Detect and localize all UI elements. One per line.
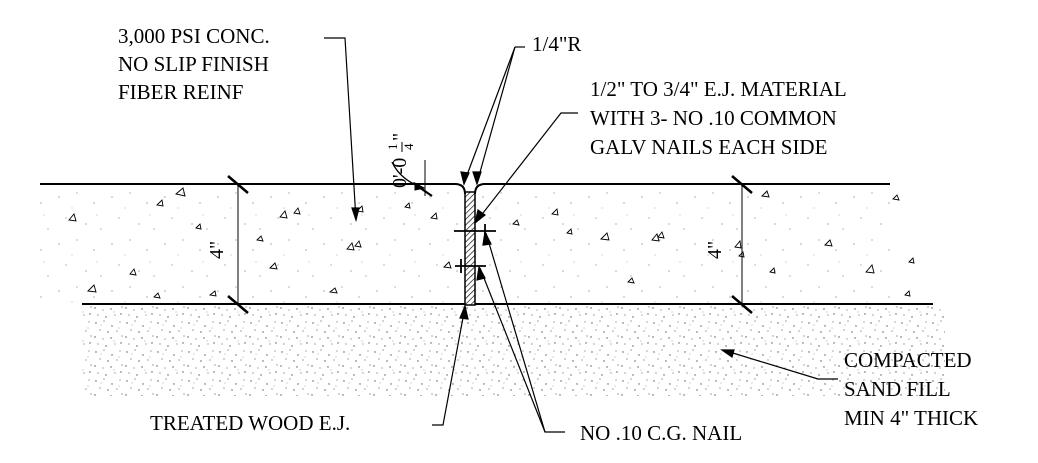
ej-material-note: 1/2" TO 3/4" E.J. MATERIAL WITH 3- NO .1… <box>590 77 851 159</box>
thickness-label-left: 4" <box>206 241 228 259</box>
treated-wood-joint <box>464 191 476 306</box>
svg-text:4: 4 <box>401 143 416 150</box>
leader-radius-note <box>460 46 525 186</box>
nail-note: NO .10 C.G. NAIL <box>580 421 742 445</box>
edge-dimension <box>391 160 433 197</box>
svg-text:0'-0: 0'-0 <box>389 158 411 188</box>
thickness-dimension-left <box>227 175 249 314</box>
wood-note: TREATED WOOD E.J. <box>150 411 350 435</box>
svg-text:1: 1 <box>385 144 400 151</box>
aggregate-marks <box>68 187 915 299</box>
leader-wood-note <box>432 304 469 426</box>
fill-note: COMPACTED SAND FILL MIN 4" THICK <box>844 348 978 430</box>
thickness-label-right: 4" <box>704 241 726 259</box>
edge-dimension-label: 0'-0 1 4 " <box>385 133 416 188</box>
leader-concrete-note <box>324 37 360 223</box>
leader-fill-note <box>720 349 838 380</box>
svg-text:": " <box>389 133 411 141</box>
leader-ej-material-note <box>474 112 578 225</box>
radius-note: 1/4"R <box>532 32 581 56</box>
sand-fill-region <box>82 304 945 396</box>
thickness-dimension-right <box>731 175 753 314</box>
concrete-note: 3,000 PSI CONC. NO SLIP FINISH FIBER REI… <box>118 24 275 104</box>
leader-nail-note <box>476 230 565 433</box>
